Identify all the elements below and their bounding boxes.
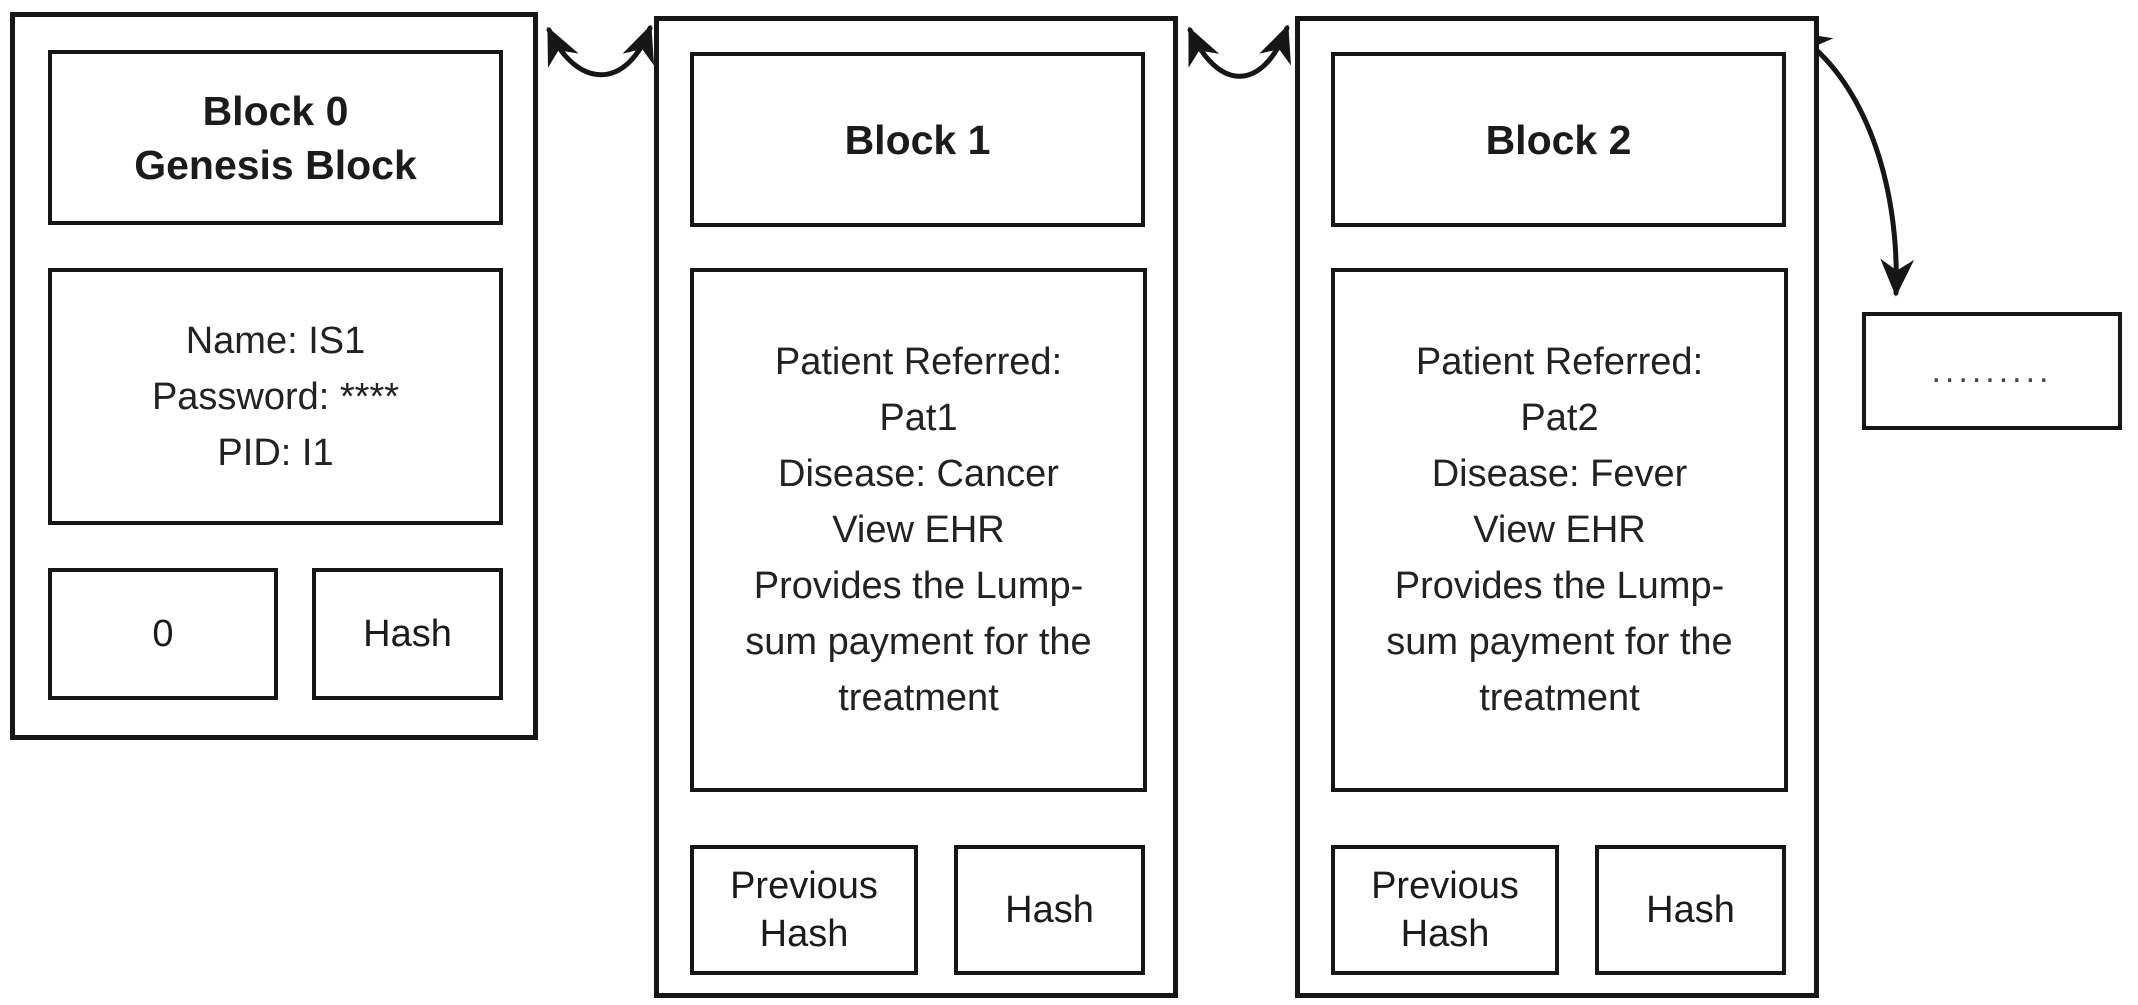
block-2-previous-hash-label: Previous Hash bbox=[1371, 865, 1519, 955]
block-2-hash-box: Hash bbox=[1595, 845, 1786, 975]
block-0-previous-hash-box: 0 bbox=[48, 568, 278, 700]
block-2-content-line: Provides the Lump- bbox=[1394, 565, 1725, 607]
block-0-data-box: Name: IS1 Password: **** PID: I1 bbox=[48, 268, 503, 525]
block-1-hash-label: Hash bbox=[1005, 889, 1094, 931]
block-0-container: Block 0 Genesis Block Name: IS1 Password… bbox=[10, 12, 538, 740]
block-2-content-line: Patient Referred: bbox=[1415, 341, 1704, 383]
block-0-title-box: Block 0 Genesis Block bbox=[48, 50, 503, 225]
link-arrow-block0-block1 bbox=[546, 24, 655, 78]
block-1-content-line: sum payment for the bbox=[745, 621, 1092, 663]
block-0-content-line: PID: I1 bbox=[217, 431, 334, 474]
link-arrow-block1-block2 bbox=[1187, 24, 1291, 79]
block-2-title-box: Block 2 bbox=[1331, 52, 1786, 227]
block-0-previous-hash-label: 0 bbox=[152, 613, 174, 655]
block-2-previous-hash-box: Previous Hash bbox=[1331, 845, 1559, 975]
block-2-container: Block 2 Patient Referred: Pat2 Disease: … bbox=[1295, 16, 1819, 998]
block-2-content-line: treatment bbox=[1479, 677, 1640, 719]
block-2-content-line: sum payment for the bbox=[1386, 621, 1733, 663]
block-1-previous-hash-label: Previous Hash bbox=[730, 865, 878, 955]
block-2-content-line: Pat2 bbox=[1520, 397, 1599, 439]
block-0-title-line: Genesis Block bbox=[134, 141, 417, 188]
block-1-content-line: Patient Referred: bbox=[774, 341, 1063, 383]
continuation-dots: ......... bbox=[1931, 352, 2053, 390]
block-2-data-box: Patient Referred: Pat2 Disease: Fever Vi… bbox=[1331, 268, 1788, 792]
block-1-data-box: Patient Referred: Pat1 Disease: Cancer V… bbox=[690, 268, 1147, 792]
block-1-container: Block 1 Patient Referred: Pat1 Disease: … bbox=[654, 16, 1178, 998]
block-2-content-line: Disease: Fever bbox=[1431, 453, 1688, 495]
block-1-hash-box: Hash bbox=[954, 845, 1145, 975]
block-1-content-line: Pat1 bbox=[879, 397, 958, 439]
block-0-content-line: Password: **** bbox=[151, 375, 400, 418]
block-0-hash-label: Hash bbox=[363, 613, 452, 655]
block-1-previous-hash-box: Previous Hash bbox=[690, 845, 918, 975]
block-2-content-line: View EHR bbox=[1473, 509, 1646, 551]
block-1-title-line: Block 1 bbox=[844, 116, 991, 163]
block-0-content-line: Name: IS1 bbox=[185, 319, 366, 362]
block-0-title-line: Block 0 bbox=[202, 87, 349, 134]
continuation-box: ......... bbox=[1862, 312, 2122, 430]
block-1-content-line: Disease: Cancer bbox=[778, 453, 1059, 495]
block-1-title-box: Block 1 bbox=[690, 52, 1145, 227]
block-1-content-line: Provides the Lump- bbox=[753, 565, 1084, 607]
block-0-hash-box: Hash bbox=[312, 568, 503, 700]
block-2-hash-label: Hash bbox=[1646, 889, 1735, 931]
block-1-content-line: treatment bbox=[838, 677, 999, 719]
block-2-title-line: Block 2 bbox=[1485, 116, 1632, 163]
block-1-content-line: View EHR bbox=[832, 509, 1005, 551]
